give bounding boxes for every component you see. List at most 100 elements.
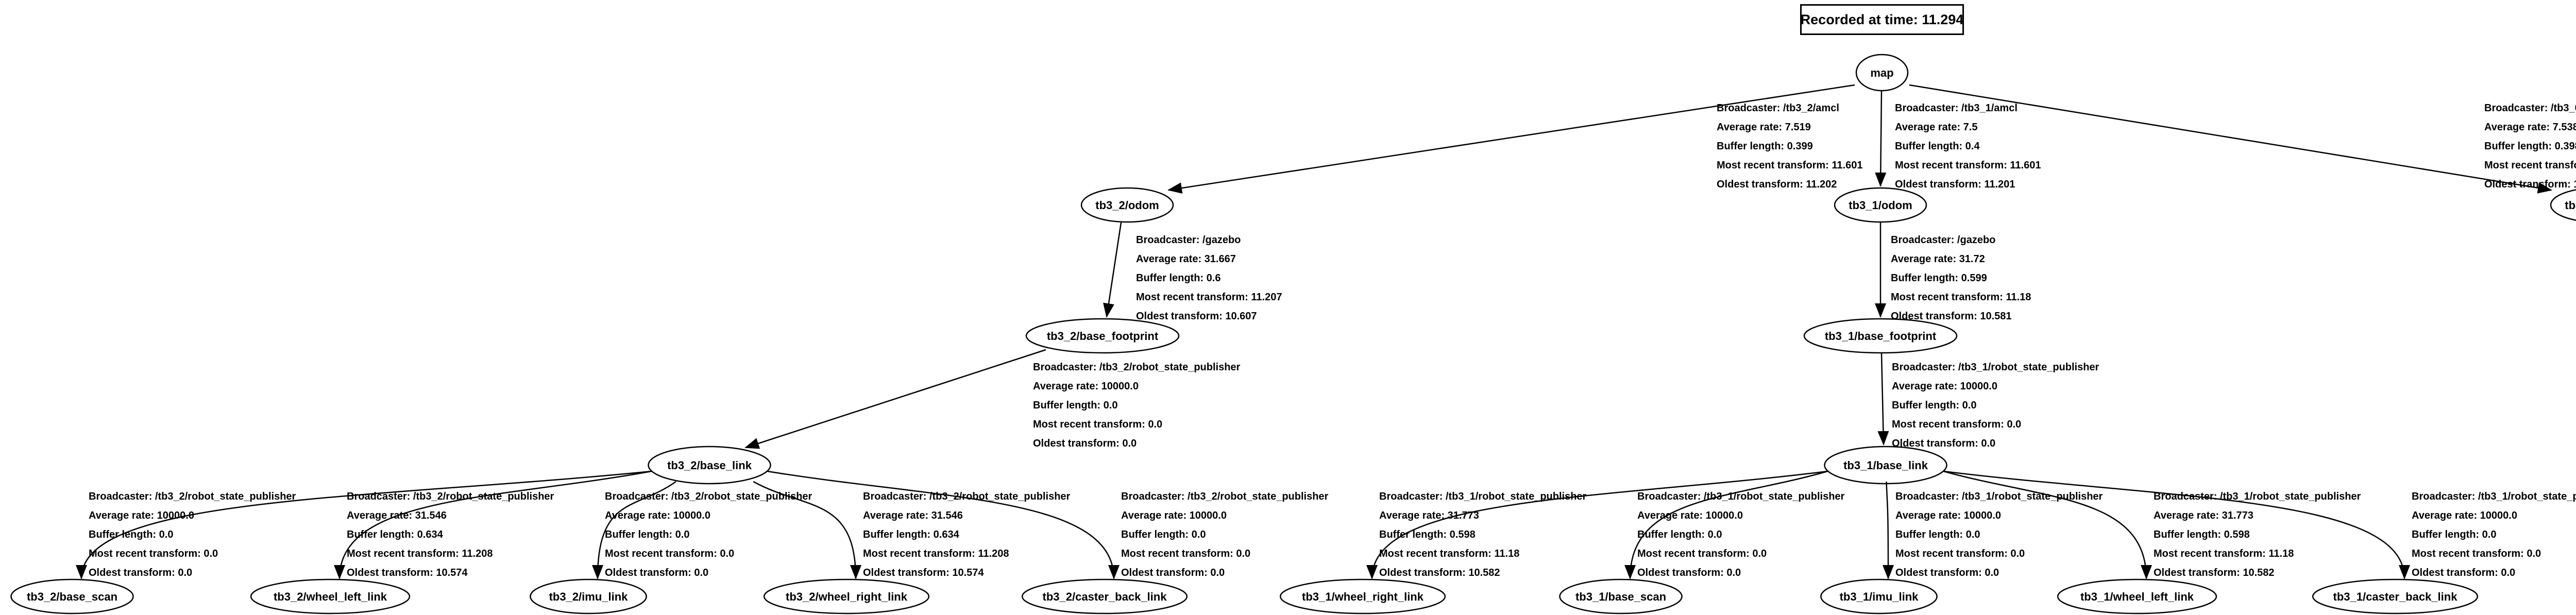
edge-label-line: Broadcaster: /tb3_1/robot_state_publishe… [1892,362,2099,373]
edge-label-line: Oldest transform: 10.581 [1891,311,2012,322]
tf-node-t0_odom: tb3_0/odom [2550,189,2576,221]
edge-label-line: Average rate: 7.519 [1717,122,1811,133]
node-label: tb3_1/imu_link [1840,590,1919,603]
edge-label-line: Broadcaster: /tb3_2/robot_state_publishe… [1033,362,1241,373]
node-ellipse [1080,187,1174,223]
node-ellipse [1803,318,1958,354]
tf-node-t2_odom: tb3_2/odom [1080,187,1174,223]
tf-node-t2_fp: tb3_2/base_footprint [1025,318,1180,354]
node-label: tb3_1/caster_back_link [2333,590,2458,603]
node-label: tb3_1/base_link [1843,459,1928,472]
edge-label-line: Broadcaster: /tb3_1/amcl [1895,102,2018,114]
edge-label-line: Oldest transform: 10.582 [1379,567,1500,578]
recorded-time-box: Recorded at time: 11.294 [1800,4,1964,35]
edge-label-line: Most recent transform: 0.0 [1637,548,1767,559]
edge-label-line: Buffer length: 0.0 [1895,529,1980,540]
edge-label-line: Broadcaster: /gazebo [1136,234,1241,246]
edge-label-line: Buffer length: 0.0 [605,529,689,540]
edge-t2_bl-t2_base_scan [76,470,652,579]
tf-node-t1_base_scan: tb3_1/base_scan [1559,578,1683,614]
node-ellipse [2312,578,2479,614]
tf-node-t1_bl: tb3_1/base_link [1824,446,1947,485]
edge-label-line: Average rate: 31.546 [863,510,963,521]
node-label: tb3_2/base_link [667,459,752,472]
edge-path [1943,470,2410,579]
edge-t2_bl-t2_wheel_left [334,470,652,579]
node-label: tb3_0/odom [2565,199,2576,212]
edge-label-line: Average rate: 10000.0 [1121,510,1227,521]
edge-label-line: Broadcaster: /tb3_2/amcl [1717,102,1839,114]
edge-label-line: Average rate: 10000.0 [1895,510,2001,521]
edge-label-line: Most recent transform: 11.601 [1717,160,1862,171]
edge-label-line: Average rate: 10000.0 [605,510,710,521]
edge-label-line: Broadcaster: /tb3_0/amcl [2484,102,2576,114]
edge-path [1875,91,1887,187]
tf-node-t1_fp: tb3_1/base_footprint [1803,318,1958,354]
edge-label-line: Most recent transform: 11.207 [1136,292,1282,303]
edge-map-t1_odom [1875,91,1887,187]
edge-t1_bl-t1_imu [1882,481,1894,579]
edge-label-t2_fp-t2_bl: Broadcaster: /tb3_2/robot_state_publishe… [1033,362,1241,449]
node-ellipse [250,578,411,614]
edge-label-line: Average rate: 31.773 [2154,510,2253,521]
tf-node-t2_bl: tb3_2/base_link [648,446,771,485]
edge-label-line: Average rate: 31.667 [1136,253,1236,265]
edge-label-line: Most recent transform: 11.18 [1379,548,1519,559]
edge-label-line: Most recent transform: 0.0 [1895,548,2025,559]
node-ellipse [1559,578,1683,614]
edge-label-line: Buffer length: 0.4 [1895,141,1980,152]
edge-label-line: Buffer length: 0.634 [863,529,960,540]
node-label: tb3_1/wheel_left_link [2080,590,2194,603]
node-ellipse [1820,578,1938,614]
edge-label-line: Broadcaster: /tb3_2/robot_state_publishe… [89,491,296,502]
nodes-layer: map tb3_2/odom tb3_1/odom tb3_0/odom tb3_2/b… [10,54,2576,614]
edge-label-line: Average rate: 31.546 [347,510,447,521]
edge-path [1624,470,1828,579]
edge-label-line: Most recent transform: 11.18 [2154,548,2294,559]
node-label: tb3_2/wheel_left_link [274,590,387,603]
edge-label-line: Oldest transform: 10.607 [1136,311,1257,322]
edge-label-line: Oldest transform: 10.574 [863,567,984,578]
edge-label-line: Broadcaster: /tb3_1/robot_state_publishe… [1379,491,1587,502]
edge-label-line: Oldest transform: 0.0 [1033,438,1137,449]
edge-label-t1_bl-t1_wheel_left: Broadcaster: /tb3_1/robot_state_publishe… [2154,491,2361,578]
edge-label-line: Average rate: 10000.0 [2412,510,2517,521]
node-label: tb3_2/caster_back_link [1043,590,1167,603]
tf-node-t2_caster: tb3_2/caster_back_link [1021,578,1188,614]
edge-label-line: Broadcaster: /tb3_2/robot_state_publishe… [1121,491,1329,502]
edge-label-line: Broadcaster: /tb3_1/robot_state_publishe… [1895,491,2103,502]
edge-label-t2_bl-t2_wheel_left: Broadcaster: /tb3_2/robot_state_publishe… [347,491,554,578]
edge-path [1877,353,1889,446]
edge-t1_bl-t1_base_scan [1624,470,1828,579]
edge-label-t2_bl-t2_imu: Broadcaster: /tb3_2/robot_state_publishe… [605,491,812,578]
edge-label-line: Oldest transform: 10.582 [2154,567,2275,578]
node-label: tb3_1/base_scan [1575,590,1666,603]
edge-t2_bl-t2_wheel_right [753,481,861,579]
node-ellipse [1855,54,1909,92]
edge-label-line: Oldest transform: 0.0 [1637,567,1741,578]
node-ellipse [1824,446,1947,485]
edge-label-line: Buffer length: 0.399 [1717,141,1813,152]
edge-label-line: Average rate: 10000.0 [1637,510,1743,521]
edge-label-t1_bl-t1_wheel_right: Broadcaster: /tb3_1/robot_state_publishe… [1379,491,1587,578]
edge-path [1167,84,1855,194]
edge-label-line: Most recent transform: 0.0 [2412,548,2541,559]
edge-label-t2_bl-t2_wheel_right: Broadcaster: /tb3_2/robot_state_publishe… [863,491,1071,578]
node-label: map [1870,66,1893,79]
edge-label-line: Broadcaster: /tb3_2/robot_state_publishe… [605,491,812,502]
edge-label-t1_fp-t1_bl: Broadcaster: /tb3_1/robot_state_publishe… [1892,362,2099,449]
edge-label-line: Most recent transform: 11.208 [863,548,1009,559]
edge-label-line: Most recent transform: 0.0 [605,548,734,559]
edge-label-line: Oldest transform: 0.0 [605,567,708,578]
edge-label-line: Oldest transform: 0.0 [2412,567,2515,578]
edge-path [76,470,652,579]
node-ellipse [2550,189,2576,221]
edge-label-line: Oldest transform: 0.0 [1892,438,1995,449]
edge-label-line: Average rate: 7.5 [1895,122,1977,133]
tf-node-t1_odom: tb3_1/odom [1834,187,1927,223]
edge-path [767,470,1120,579]
